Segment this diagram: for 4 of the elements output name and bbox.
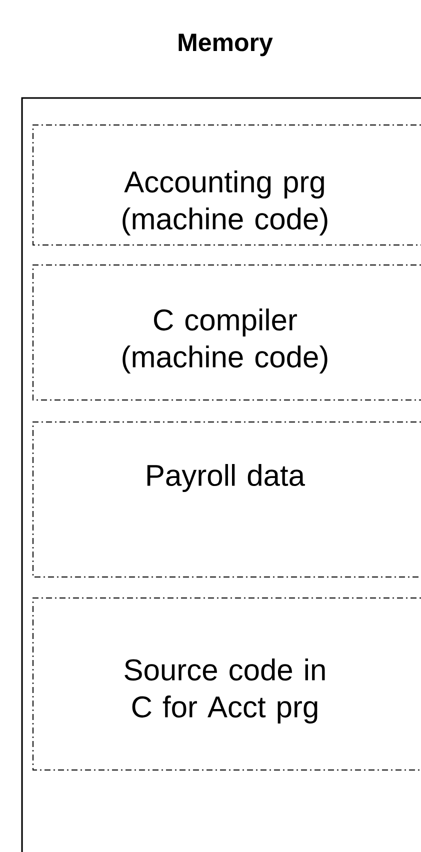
memory-section: Accounting prg (machine code) [32, 124, 421, 246]
memory-section: C compiler (machine code) [32, 264, 421, 400]
memory-section: Source code in C for Acct prg [32, 598, 421, 770]
memory-section: Payroll data [32, 422, 421, 578]
